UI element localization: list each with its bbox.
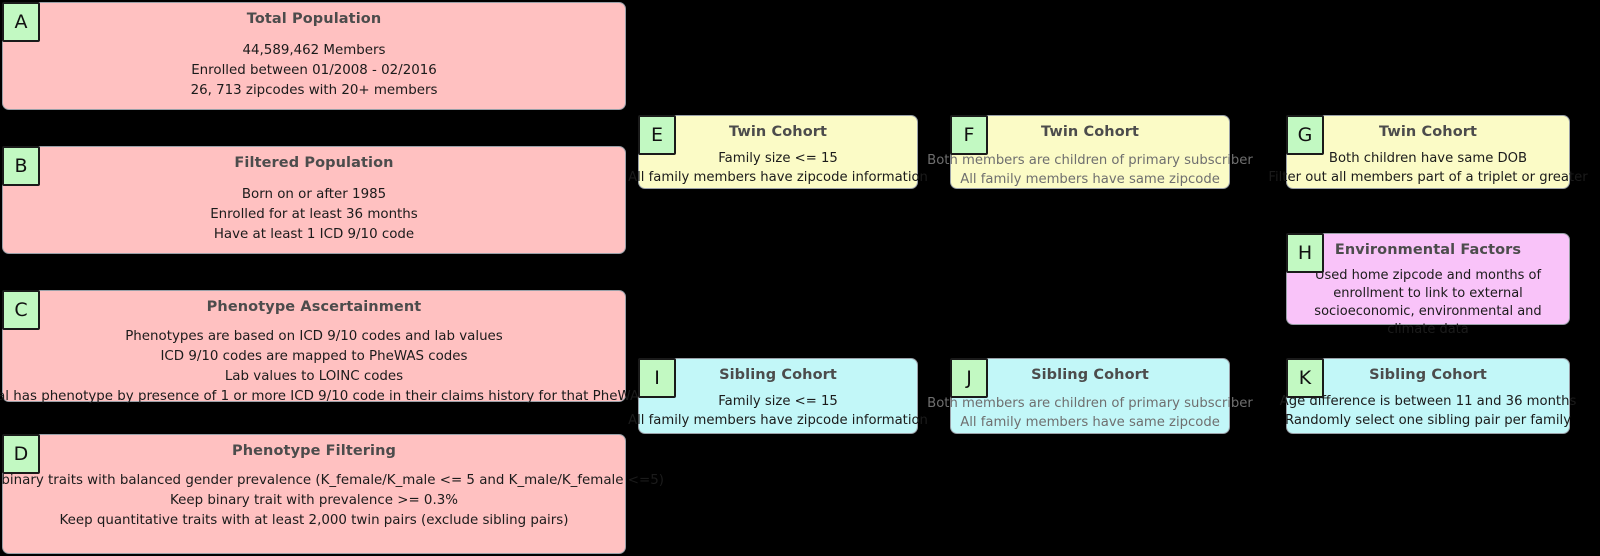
node-a-line-1: 44,589,462 Members xyxy=(242,43,386,58)
node-g-line-1: Both children have same DOB xyxy=(1328,151,1528,166)
node-g-body: Twin Cohort Both children have same DOB … xyxy=(1268,116,1587,188)
node-a-total-population[interactable]: Total Population 44,589,462 Members Enro… xyxy=(2,2,626,110)
node-c-phenotype-ascertainment[interactable]: Phenotype Ascertainment Phenotypes are b… xyxy=(0,290,684,404)
node-c-line-4: Individual has phenotype by presence of … xyxy=(0,389,685,405)
node-i-sibling-cohort[interactable]: Sibling Cohort Family size <= 15 All fam… xyxy=(628,358,928,434)
node-c-line-1: Phenotypes are based on ICD 9/10 codes a… xyxy=(125,329,503,344)
node-k-line-1: Age difference is between 11 and 36 mont… xyxy=(1279,394,1577,409)
node-d-phenotype-filtering[interactable]: Phenotype Filtering Keep binary traits w… xyxy=(0,434,664,554)
node-b-lines: Born on or after 1985 Enrolled for at le… xyxy=(210,185,418,245)
node-e-body: Twin Cohort Family size <= 15 All family… xyxy=(628,116,928,188)
node-c-line-3: Lab values to LOINC codes xyxy=(224,369,404,385)
node-k-body: Sibling Cohort Age difference is between… xyxy=(1280,359,1577,433)
node-h-body: Environmental Factors Used home zipcode … xyxy=(1287,234,1569,337)
node-f-line-2: All family members have same zipcode xyxy=(960,171,1220,187)
node-j-lines: Both members are children of primary sub… xyxy=(927,395,1253,432)
node-b-title: Filtered Population xyxy=(234,155,394,171)
node-f-twin-cohort[interactable]: Twin Cohort Both members are children of… xyxy=(927,115,1253,189)
node-g-line-2: Filter out all members part of a triplet… xyxy=(1268,169,1588,185)
node-b-line-3: Have at least 1 ICD 9/10 code xyxy=(213,227,415,243)
node-h-line-1: Used home zipcode and months of enrollme… xyxy=(1314,268,1542,337)
node-b-line-1: Born on or after 1985 xyxy=(241,187,387,202)
node-j-title: Sibling Cohort xyxy=(1031,367,1149,383)
node-e-line-1: Family size <= 15 xyxy=(718,151,838,166)
node-j-badge: J xyxy=(950,358,988,398)
node-f-badge: F xyxy=(950,115,988,155)
node-h-badge: H xyxy=(1286,233,1324,273)
node-k-badge: K xyxy=(1286,358,1324,398)
node-a-badge: A xyxy=(2,2,40,42)
node-i-title: Sibling Cohort xyxy=(719,367,837,383)
node-a-line-2: Enrolled between 01/2008 - 02/2016 xyxy=(191,63,437,79)
node-f-title: Twin Cohort xyxy=(1040,124,1140,140)
node-d-line-2: Keep binary trait with prevalence >= 0.3… xyxy=(170,493,458,509)
node-e-twin-cohort[interactable]: Twin Cohort Family size <= 15 All family… xyxy=(628,115,928,189)
node-h-title: Environmental Factors xyxy=(1334,242,1522,258)
node-d-lines: Keep binary traits with balanced gender … xyxy=(0,471,664,531)
node-f-body: Twin Cohort Both members are children of… xyxy=(927,116,1253,188)
node-g-lines: Both children have same DOB Filter out a… xyxy=(1268,150,1587,187)
node-d-line-3: Keep quantitative traits with at least 2… xyxy=(59,513,569,529)
node-e-badge: E xyxy=(638,115,676,155)
node-j-line-1: Both members are children of primary sub… xyxy=(927,396,1253,411)
node-c-badge: C xyxy=(2,290,40,330)
node-d-badge: D xyxy=(2,434,40,474)
node-a-body: Total Population 44,589,462 Members Enro… xyxy=(3,3,625,109)
node-k-line-2: Randomly select one sibling pair per fam… xyxy=(1284,412,1572,428)
node-e-lines: Family size <= 15 All family members hav… xyxy=(628,150,928,187)
node-e-line-2: All family members have zipcode informat… xyxy=(628,169,928,185)
node-g-badge: G xyxy=(1286,115,1324,155)
node-i-body: Sibling Cohort Family size <= 15 All fam… xyxy=(628,359,928,433)
node-h-lines: Used home zipcode and months of enrollme… xyxy=(1295,267,1561,339)
node-a-title: Total Population xyxy=(246,11,382,27)
node-a-lines: 44,589,462 Members Enrolled between 01/2… xyxy=(191,41,438,101)
node-d-title: Phenotype Filtering xyxy=(231,443,397,459)
node-f-line-1: Both members are children of primary sub… xyxy=(927,153,1253,168)
node-a-line-3: 26, 713 zipcodes with 20+ members xyxy=(190,83,438,99)
node-i-line-2: All family members have zipcode informat… xyxy=(628,412,928,428)
node-b-body: Filtered Population Born on or after 198… xyxy=(3,147,625,253)
node-k-lines: Age difference is between 11 and 36 mont… xyxy=(1280,393,1577,430)
node-d-body: Phenotype Filtering Keep binary traits w… xyxy=(0,435,664,553)
node-g-title: Twin Cohort xyxy=(1378,124,1478,140)
node-d-line-1: Keep binary traits with balanced gender … xyxy=(0,473,664,488)
node-e-title: Twin Cohort xyxy=(728,124,828,140)
node-b-filtered-population[interactable]: Filtered Population Born on or after 198… xyxy=(2,146,626,254)
node-i-badge: I xyxy=(638,358,676,398)
node-c-body: Phenotype Ascertainment Phenotypes are b… xyxy=(0,291,684,404)
node-f-lines: Both members are children of primary sub… xyxy=(927,152,1253,189)
node-k-sibling-cohort[interactable]: Sibling Cohort Age difference is between… xyxy=(1280,358,1577,434)
node-c-title: Phenotype Ascertainment xyxy=(206,299,422,315)
node-b-badge: B xyxy=(2,146,40,186)
node-h-environmental-factors[interactable]: Environmental Factors Used home zipcode … xyxy=(1286,233,1570,337)
node-i-lines: Family size <= 15 All family members hav… xyxy=(628,393,928,430)
node-k-title: Sibling Cohort xyxy=(1369,367,1487,383)
node-j-sibling-cohort[interactable]: Sibling Cohort Both members are children… xyxy=(927,358,1253,434)
node-c-lines: Phenotypes are based on ICD 9/10 codes a… xyxy=(0,327,684,407)
node-i-line-1: Family size <= 15 xyxy=(718,394,838,409)
node-b-line-2: Enrolled for at least 36 months xyxy=(210,207,418,223)
node-c-line-2: ICD 9/10 codes are mapped to PheWAS code… xyxy=(160,349,468,365)
node-j-body: Sibling Cohort Both members are children… xyxy=(927,359,1253,433)
node-j-line-2: All family members have same zipcode xyxy=(960,414,1220,430)
node-g-twin-cohort[interactable]: Twin Cohort Both children have same DOB … xyxy=(1268,115,1588,189)
